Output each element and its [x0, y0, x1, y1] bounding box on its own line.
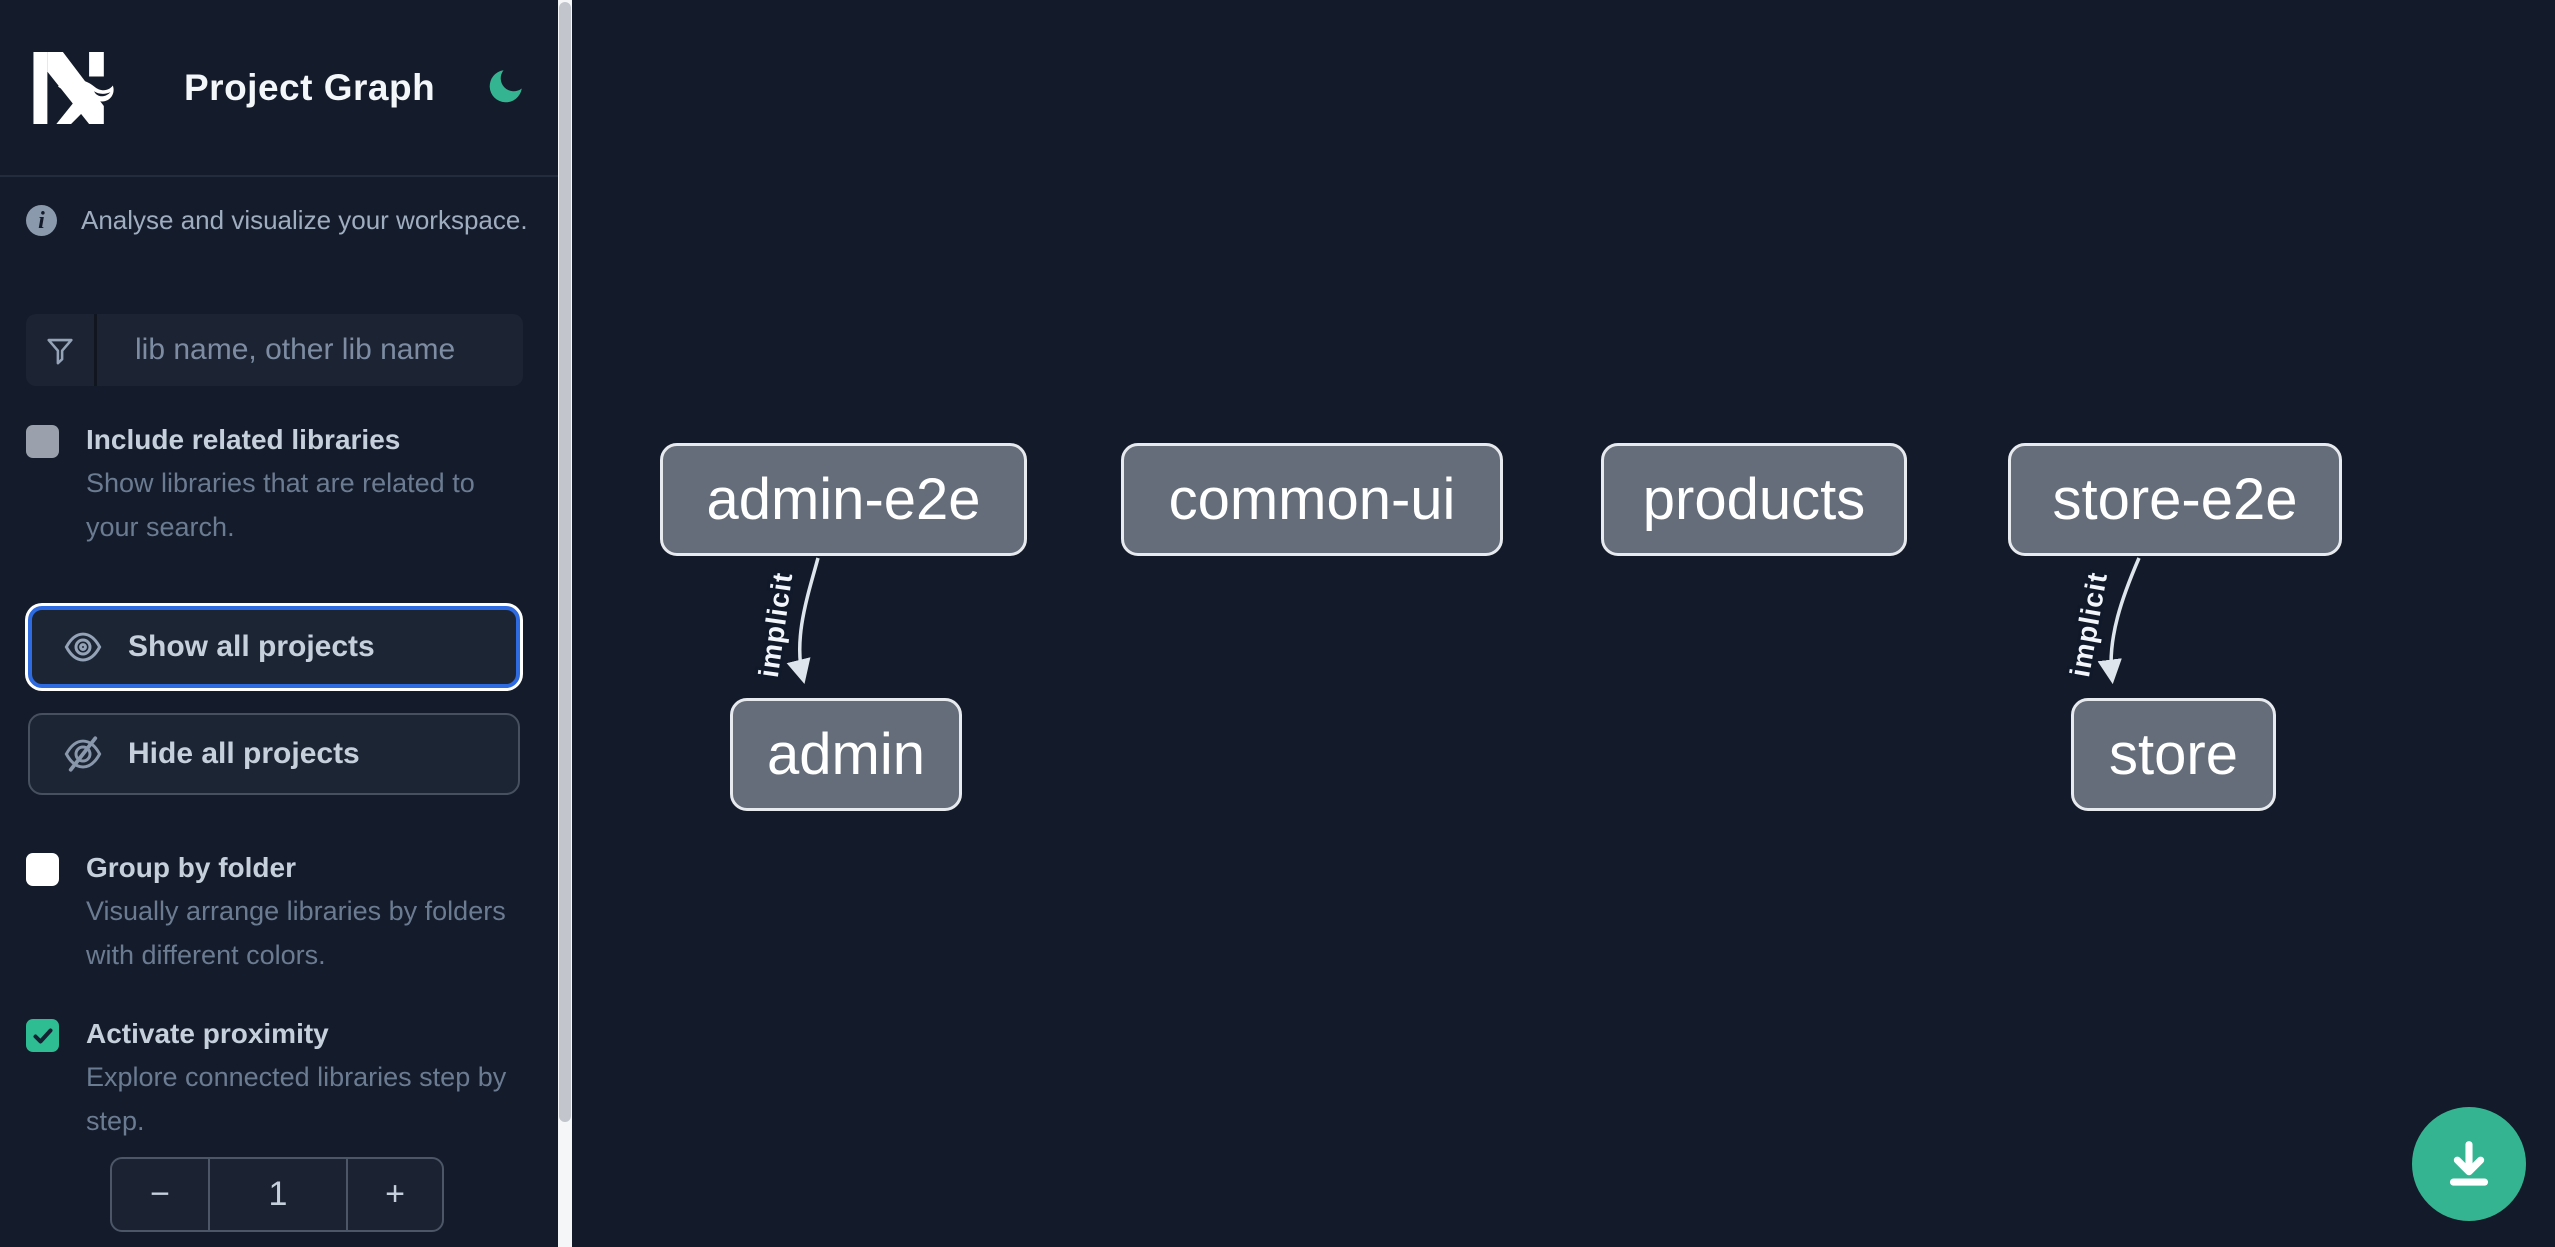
- show-all-projects-label: Show all projects: [128, 630, 375, 663]
- group-by-folder-toggle: Group by folder Visually arrange librari…: [26, 851, 532, 977]
- edge-label-implicit: implicit: [753, 570, 798, 679]
- include-related-description: Show libraries that are related to your …: [86, 468, 475, 542]
- filter-icon: [26, 314, 97, 386]
- proximity-depth-stepper: − 1 +: [110, 1157, 444, 1232]
- sidebar-content: i Analyse and visualize your workspace. …: [0, 205, 558, 1232]
- page-title: Project Graph: [184, 66, 436, 108]
- activate-proximity-label[interactable]: Activate proximity: [86, 1018, 329, 1049]
- search-box: [26, 314, 523, 386]
- group-by-folder-label[interactable]: Group by folder: [86, 852, 296, 883]
- check-icon: [33, 1028, 52, 1043]
- sidebar: Project Graph i Analyse and visualize yo…: [0, 0, 558, 1247]
- project-node-admin[interactable]: admin: [730, 698, 962, 811]
- show-all-projects-button[interactable]: Show all projects: [28, 606, 520, 688]
- project-node-common-ui[interactable]: common-ui: [1121, 443, 1503, 556]
- info-text: Analyse and visualize your workspace.: [81, 205, 528, 235]
- sidebar-scrollbar-track: [558, 0, 572, 1247]
- download-icon: [2449, 1141, 2489, 1186]
- activate-proximity-checkbox[interactable]: [26, 1019, 59, 1052]
- edge-admin-e2e-admin: [786, 557, 820, 684]
- group-by-folder-checkbox[interactable]: [26, 853, 59, 886]
- edge-label-implicit: implicit: [2064, 569, 2113, 679]
- hide-all-projects-label: Hide all projects: [128, 737, 360, 770]
- stepper-value: 1: [208, 1159, 348, 1230]
- include-related-label[interactable]: Include related libraries: [86, 424, 401, 455]
- eye-icon: [64, 632, 102, 662]
- moon-icon: [489, 70, 522, 103]
- hide-all-projects-button[interactable]: Hide all projects: [28, 713, 520, 795]
- nx-logo: [33, 51, 114, 124]
- project-node-store-e2e[interactable]: store-e2e: [2008, 443, 2342, 556]
- graph-canvas[interactable]: implicit implicit admin-e2e common-ui pr…: [572, 0, 2555, 1247]
- search-input[interactable]: [97, 314, 523, 386]
- workspace-info: i Analyse and visualize your workspace.: [26, 205, 532, 236]
- eye-off-icon: [64, 736, 102, 772]
- include-related-toggle: Include related libraries Show libraries…: [26, 423, 532, 549]
- group-by-folder-description: Visually arrange libraries by folders wi…: [86, 896, 506, 970]
- include-related-checkbox[interactable]: [26, 425, 59, 458]
- project-node-products[interactable]: products: [1601, 443, 1907, 556]
- increment-button[interactable]: +: [348, 1159, 442, 1230]
- info-icon: i: [26, 205, 57, 236]
- sidebar-scrollbar-thumb[interactable]: [559, 2, 571, 1122]
- project-node-store[interactable]: store: [2071, 698, 2276, 811]
- sidebar-header: Project Graph: [0, 0, 558, 177]
- graph-edges: implicit implicit: [750, 557, 2141, 685]
- activate-proximity-toggle: Activate proximity Explore connected lib…: [26, 1017, 532, 1143]
- theme-toggle-button[interactable]: [483, 65, 529, 111]
- activate-proximity-description: Explore connected libraries step by step…: [86, 1062, 507, 1136]
- project-node-admin-e2e[interactable]: admin-e2e: [660, 443, 1027, 556]
- decrement-button[interactable]: −: [112, 1159, 208, 1230]
- edge-store-e2e-store: [2097, 557, 2141, 685]
- download-image-button[interactable]: [2412, 1107, 2526, 1221]
